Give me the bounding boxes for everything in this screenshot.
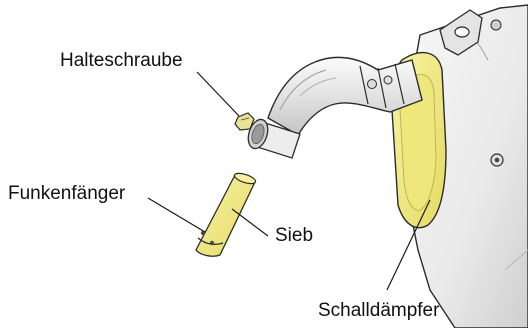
label-retaining-screw: Halteschraube (60, 50, 183, 72)
spark-arrester-screen (196, 171, 257, 256)
label-muffler: Schalldämpfer (318, 300, 439, 322)
leader-line-screw (197, 72, 239, 116)
leader-line-arrester (148, 198, 205, 232)
label-screen: Sieb (275, 225, 313, 247)
bolt-icon (491, 154, 503, 166)
leader-line-screen (232, 209, 268, 236)
label-spark-arrester: Funkenfänger (8, 183, 125, 205)
